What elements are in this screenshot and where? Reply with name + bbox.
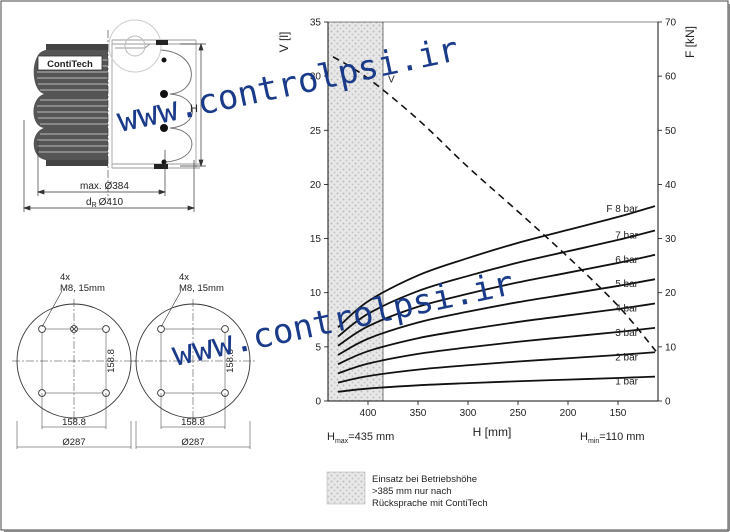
bolt-hole <box>38 325 46 333</box>
y-left-tick-label: 10 <box>310 288 322 299</box>
curve-label: 5 bar <box>615 279 638 290</box>
shaded-region <box>328 22 384 401</box>
y-left-tick-label: 35 <box>310 18 322 29</box>
holes-count: 4x <box>60 272 70 283</box>
curve-label: 3 bar <box>615 328 638 339</box>
note-line-1: Einsatz bei Betriebshöhe <box>372 474 477 485</box>
curve-label: 1 bar <box>615 377 638 388</box>
h-min-label: Hmin=110 mm <box>580 431 645 445</box>
note-line-3: Rücksprache mit ContiTech <box>372 498 488 509</box>
note-line-2: >385 mm nur nach <box>372 486 451 497</box>
bellows-left-half: ContiTech <box>33 40 168 169</box>
curve-labels: 1 bar 2 bar 3 bar 4 bar 5 bar 6 bar 7 bar F 8 b… <box>606 204 638 388</box>
height-marker: H <box>190 103 198 115</box>
dim-vertical: 158.8 <box>225 349 236 373</box>
curve-label: 7 bar <box>615 230 638 241</box>
x-tick-label: 250 <box>510 408 527 419</box>
bolt-hole <box>157 325 165 333</box>
dim-diameter: Ø287 <box>62 437 85 448</box>
bolt-pattern-square <box>160 328 226 394</box>
pressure-curve <box>337 253 656 347</box>
volume-curve-label: V <box>388 74 395 85</box>
y-right-tick-label: 30 <box>665 234 677 245</box>
outer-diameter-label: max. Ø384 <box>80 181 129 192</box>
holes-spec: M8, 15mm <box>60 283 105 294</box>
y-right-tick-label: 70 <box>665 18 677 29</box>
y-left-tick-label: 25 <box>310 126 322 137</box>
y-right-tick-label: 60 <box>665 72 677 83</box>
bolt-hole <box>221 325 229 333</box>
brand-label-box <box>37 55 103 71</box>
x-tick-label: 300 <box>460 408 477 419</box>
dim-horizontal: 158.8 <box>62 417 86 428</box>
width-dimensions <box>22 120 196 212</box>
pressure-curve <box>337 302 656 366</box>
pressure-curves <box>337 205 656 393</box>
air-spring-drawing: ContiTech H <box>22 19 206 212</box>
dim-diameter: Ø287 <box>181 437 204 448</box>
x-tick-label: 200 <box>560 408 577 419</box>
x-axis-label: H [mm] <box>473 425 512 439</box>
height-dimension <box>180 42 206 168</box>
pressure-curve <box>337 229 656 338</box>
dim-vertical: 158.8 <box>106 349 117 373</box>
volume-curve-line <box>332 55 657 352</box>
leader-line <box>41 290 63 328</box>
h-max-label: Hmax=435 mm <box>327 431 394 445</box>
x-tick-label: 400 <box>360 408 377 419</box>
y-right-label: F [kN] <box>683 26 697 58</box>
holes-spec: M8, 15mm <box>179 283 224 294</box>
leader-line <box>160 290 182 328</box>
y-right-tick-label: 40 <box>665 180 677 191</box>
y-left-tick-label: 20 <box>310 180 322 191</box>
shaded-area <box>328 22 383 401</box>
y-left-tick-label: 5 <box>315 342 321 353</box>
curve-label: 4 bar <box>615 304 638 315</box>
watermark: www.controlpsi.ir www.controlpsi.ir <box>114 29 518 374</box>
chart-axes <box>327 21 659 402</box>
y-right-tick-label: 10 <box>665 342 677 353</box>
pressure-curve <box>337 205 656 329</box>
dim-horizontal: 158.8 <box>181 417 205 428</box>
curve-label: 2 bar <box>615 352 638 363</box>
y-left-tick-label: 0 <box>315 397 321 408</box>
x-tick-label: 150 <box>610 408 627 419</box>
pressure-curve <box>337 351 656 384</box>
note-swatch <box>326 471 366 505</box>
curve-label: 6 bar <box>615 255 638 266</box>
brand-label: ContiTech <box>47 59 93 70</box>
y-right-tick-label: 50 <box>665 126 677 137</box>
pressure-curve <box>337 327 656 375</box>
y-right-tick-label: 0 <box>665 397 671 408</box>
volume-curve: V <box>332 55 657 352</box>
inlet-cross <box>71 326 77 332</box>
pressure-curve <box>337 375 656 393</box>
y-left-tick-label: 15 <box>310 234 322 245</box>
y-right-tick-label: 20 <box>665 288 677 299</box>
y-left-label: V [l] <box>277 32 291 53</box>
holes-count: 4x <box>179 272 189 283</box>
x-tick-label: 350 <box>410 408 427 419</box>
bolt-hole <box>102 325 110 333</box>
y-left-tick-label: 30 <box>310 72 322 83</box>
curve-label: F 8 bar <box>606 204 638 215</box>
pressure-curve <box>337 278 656 356</box>
bellows-outline <box>37 19 200 169</box>
